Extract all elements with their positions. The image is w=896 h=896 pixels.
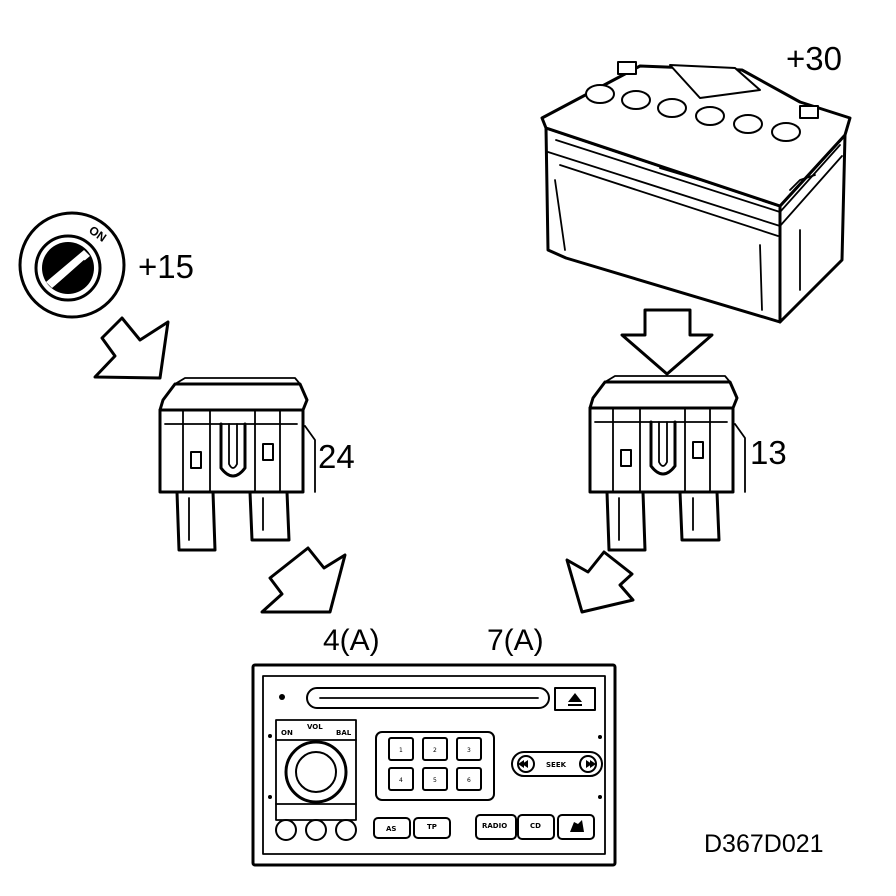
preset-button-6[interactable]: 6 xyxy=(456,767,482,791)
fuse-24: 24 xyxy=(158,377,355,552)
round-button[interactable] xyxy=(335,819,357,841)
cd-button[interactable]: CD xyxy=(517,814,555,840)
preset-button-1[interactable]: 1 xyxy=(388,737,414,761)
svg-text:CD: CD xyxy=(530,822,541,830)
svg-text:AS: AS xyxy=(386,825,396,833)
arrow-diagonal-icon xyxy=(260,546,347,614)
eject-button[interactable] xyxy=(554,687,596,711)
seek-label: SEEK xyxy=(546,761,567,769)
preset-button-3[interactable]: 3 xyxy=(456,737,482,761)
svg-text:5: 5 xyxy=(433,777,437,784)
settings-button[interactable] xyxy=(557,814,595,840)
fuse-13: 13 xyxy=(588,375,787,552)
connector-7a-label: 7(A) xyxy=(487,624,544,657)
fuse-13-label: 13 xyxy=(750,434,787,471)
battery-caps xyxy=(585,84,801,142)
ignition-label: +15 xyxy=(138,248,194,285)
svg-text:2: 2 xyxy=(433,747,437,754)
on-label: ON xyxy=(281,729,293,737)
arrow-down-icon xyxy=(620,308,714,376)
as-button[interactable]: AS xyxy=(373,817,411,839)
volume-knob[interactable] xyxy=(284,740,348,804)
figure-code: D367D021 xyxy=(704,830,824,858)
bal-label: BAL xyxy=(336,729,352,737)
ignition-switch: ON +15 xyxy=(18,211,194,319)
connector-4a-label: 4(A) xyxy=(323,624,380,657)
preset-button-4[interactable]: 4 xyxy=(388,767,414,791)
arrow-diagonal-icon xyxy=(565,550,635,614)
battery: +30 xyxy=(540,40,852,324)
arrow-diagonal-icon xyxy=(93,316,170,380)
preset-button-5[interactable]: 5 xyxy=(422,767,448,791)
round-button[interactable] xyxy=(305,819,327,841)
preset-buttons: 1 2 3 4 5 6 xyxy=(375,731,495,801)
svg-text:6: 6 xyxy=(467,777,471,784)
svg-text:RADIO: RADIO xyxy=(482,822,507,830)
svg-text:3: 3 xyxy=(467,747,471,754)
seek-control[interactable]: SEEK xyxy=(511,751,603,777)
radio-button[interactable]: RADIO xyxy=(475,814,517,840)
svg-text:1: 1 xyxy=(399,747,403,754)
radio-unit: ON VOL BAL 1 2 3 xyxy=(251,663,617,867)
cd-slot xyxy=(306,687,550,709)
svg-text:TP: TP xyxy=(427,823,437,831)
preset-button-2[interactable]: 2 xyxy=(422,737,448,761)
fuse-24-label: 24 xyxy=(318,438,355,475)
vol-label: VOL xyxy=(307,723,323,731)
round-button[interactable] xyxy=(275,819,297,841)
battery-label: +30 xyxy=(786,40,842,77)
svg-text:4: 4 xyxy=(399,777,403,784)
tp-button[interactable]: TP xyxy=(413,817,451,839)
